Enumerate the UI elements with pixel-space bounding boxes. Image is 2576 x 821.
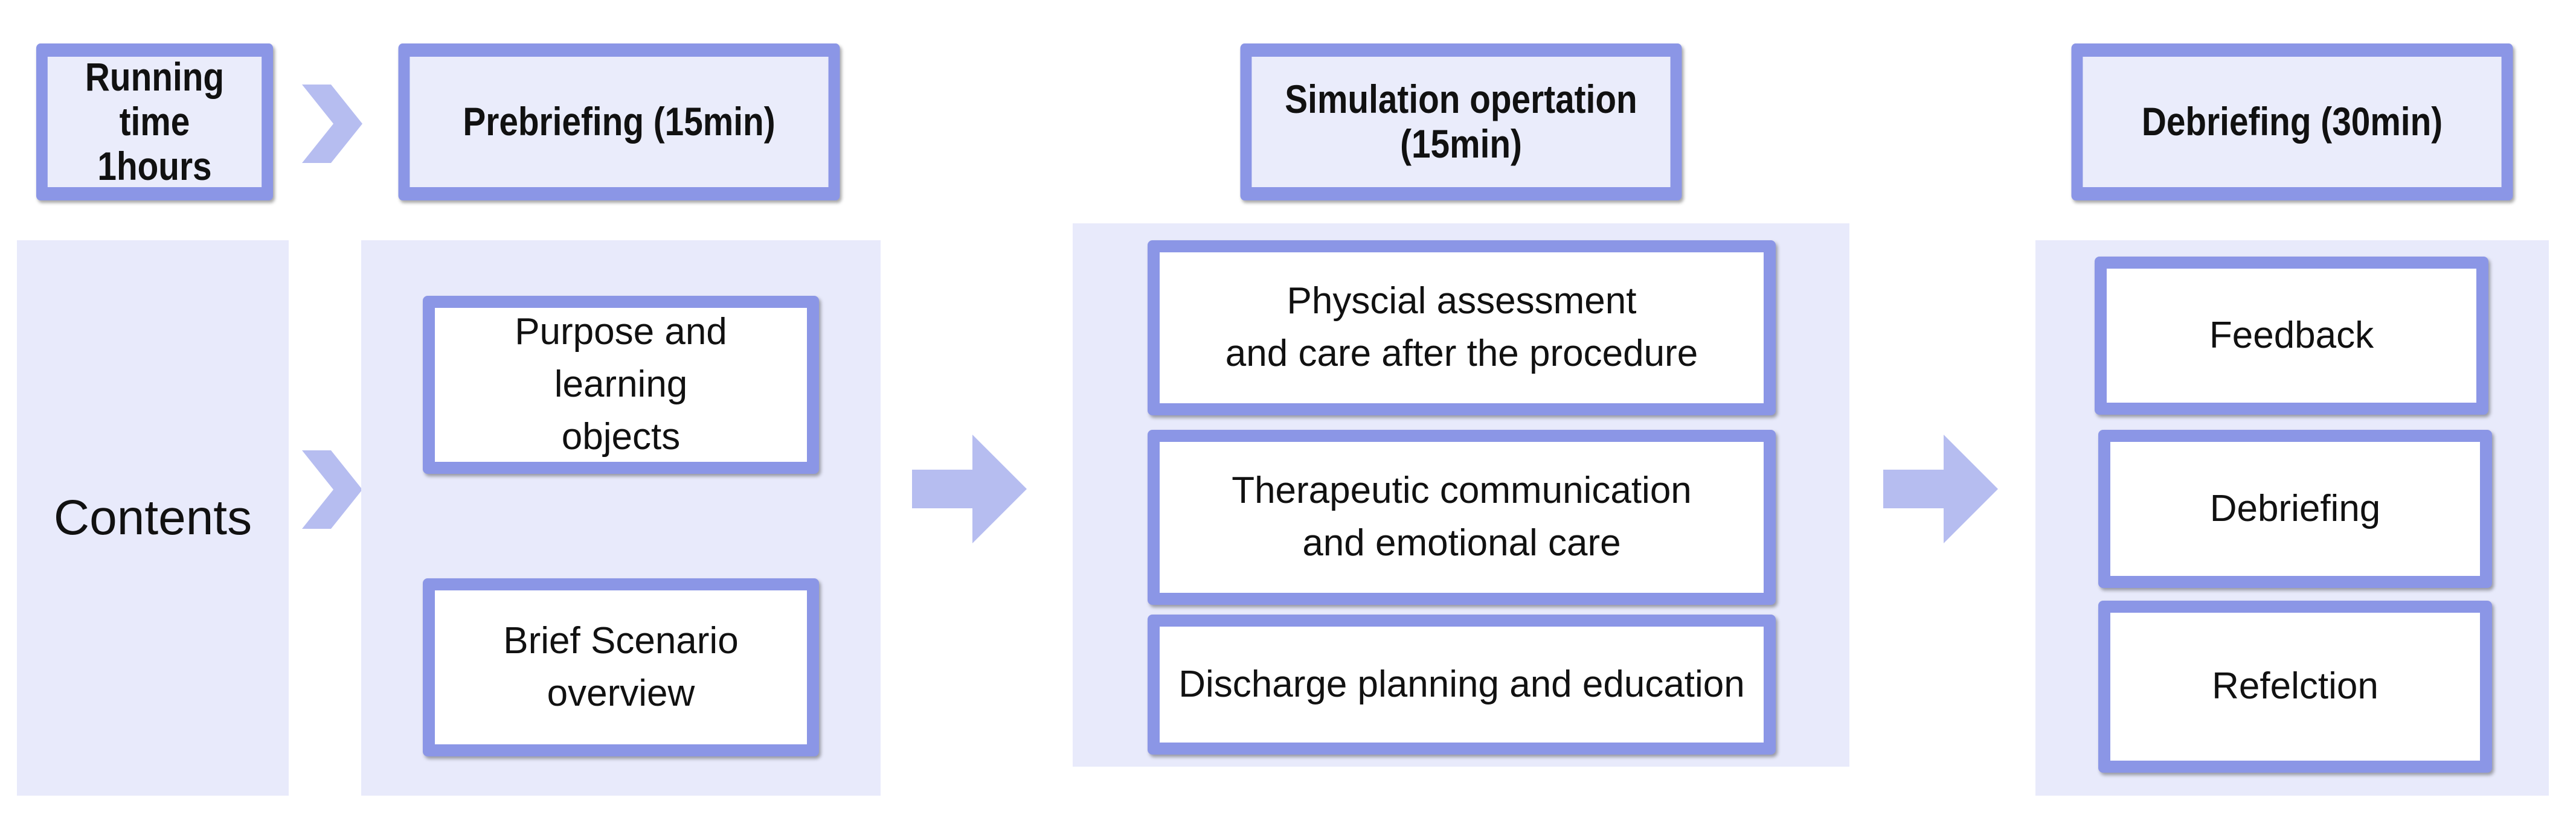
- simulation-item-assessment: Physcial assessment and care after the p…: [1148, 240, 1776, 415]
- simulation-item-communication: Therapeutic communication and emotional …: [1148, 430, 1776, 605]
- arrow-right-icon: [1883, 435, 1998, 543]
- simulation-header: Simulation opertation (15min): [1240, 43, 1682, 200]
- debriefing-header: Debriefing (30min): [2071, 43, 2513, 200]
- contents-chevron-icon: [302, 450, 362, 529]
- simulation-item-discharge: Discharge planning and education: [1148, 615, 1776, 755]
- debriefing-item-debriefing: Debriefing: [2098, 430, 2492, 588]
- prebriefing-item-purpose: Purpose and learning objects: [423, 296, 819, 474]
- debriefing-item-reflection: Refelction: [2098, 601, 2492, 773]
- prebriefing-item-scenario: Brief Scenario overview: [423, 578, 819, 756]
- prebriefing-header: Prebriefing (15min): [398, 43, 840, 200]
- debriefing-item-feedback: Feedback: [2095, 257, 2488, 415]
- running-time-header: Running time 1hours: [36, 43, 274, 200]
- contents-label: Contents: [17, 240, 289, 796]
- arrow-right-icon: [912, 435, 1027, 543]
- header-chevron-icon: [302, 85, 362, 163]
